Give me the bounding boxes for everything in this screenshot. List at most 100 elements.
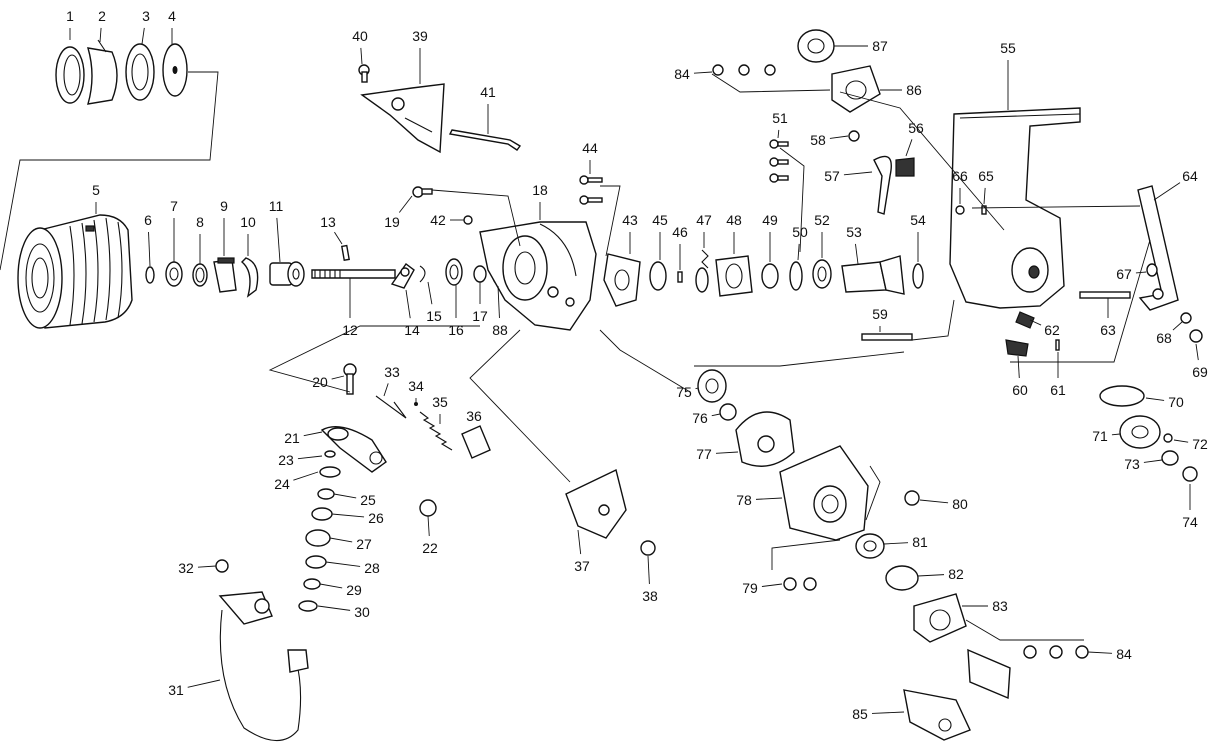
callout-leader-29 <box>319 583 343 589</box>
bearing-part-52 <box>812 259 832 289</box>
callout-74: 74 <box>1182 484 1198 530</box>
callout-leader-33 <box>383 383 389 397</box>
callout-number-26: 26 <box>368 510 384 526</box>
callout-81: 81 <box>883 534 928 550</box>
callout-76: 76 <box>692 410 721 426</box>
bearing-part-87 <box>797 29 835 63</box>
callout-7: 7 <box>170 198 178 262</box>
callout-number-4: 4 <box>168 8 176 24</box>
callout-leader-60 <box>1017 355 1020 379</box>
callout-number-20: 20 <box>312 374 328 390</box>
part-34 <box>414 402 418 406</box>
callout-leader-68 <box>1172 321 1183 331</box>
washer-part-68 <box>1180 312 1192 324</box>
bushing-part-28 <box>305 555 327 569</box>
spring-part-50 <box>789 261 803 291</box>
callout-number-16: 16 <box>448 322 464 338</box>
callout-number-60: 60 <box>1012 382 1028 398</box>
callout-65: 65 <box>978 168 994 205</box>
callout-leader-15 <box>427 281 433 305</box>
callout-number-39: 39 <box>412 28 428 44</box>
assembly-guide-lines <box>0 71 1151 641</box>
callout-number-88: 88 <box>492 322 508 338</box>
callout-51: 51 <box>772 110 788 139</box>
callout-79: 79 <box>742 580 783 596</box>
drag-felt-part-4 <box>162 43 188 97</box>
callout-leader-22 <box>427 515 430 537</box>
callout-leader-79 <box>761 583 783 587</box>
callout-leader-28 <box>325 561 361 567</box>
callout-number-30: 30 <box>354 604 370 620</box>
callout-33: 33 <box>383 364 400 397</box>
collar-part-17 <box>473 265 487 283</box>
bushing-part-76 <box>719 403 737 421</box>
stopper-part-62 <box>1015 311 1035 329</box>
main-shaft-part-12 <box>311 269 396 279</box>
callout-leader-2 <box>99 27 102 43</box>
callout-number-51: 51 <box>772 110 788 126</box>
drag-spring-part-2 <box>87 39 118 105</box>
callout-11: 11 <box>269 198 283 263</box>
callout-16: 16 <box>448 285 464 338</box>
line-roller-arm-part-21 <box>320 426 387 473</box>
callout-number-71: 71 <box>1092 428 1108 444</box>
callout-leader-25 <box>333 493 357 499</box>
spring-part-35 <box>419 411 453 451</box>
callout-leader-14 <box>405 289 411 319</box>
callout-number-85: 85 <box>852 706 868 722</box>
callout-number-3: 3 <box>142 8 150 24</box>
callout-86: 86 <box>880 82 922 98</box>
callout-number-73: 73 <box>1124 456 1140 472</box>
callout-88: 88 <box>492 285 508 338</box>
callout-39: 39 <box>412 28 428 84</box>
part-56 <box>895 157 915 177</box>
drag-washer-part-3 <box>125 43 155 101</box>
washer-part-24 <box>319 466 341 478</box>
callout-15: 15 <box>426 281 442 324</box>
callout-32: 32 <box>178 560 217 576</box>
callout-36: 36 <box>466 408 482 424</box>
callout-number-14: 14 <box>404 322 420 338</box>
parts-layer <box>0 29 1203 742</box>
plate-part-86 <box>831 65 881 113</box>
callout-leader-71 <box>1111 433 1121 436</box>
callout-leader-30 <box>317 605 351 611</box>
callout-number-82: 82 <box>948 566 964 582</box>
callout-number-8: 8 <box>196 214 204 230</box>
callout-leader-62 <box>1029 319 1042 326</box>
callout-59: 59 <box>872 306 888 332</box>
callout-26: 26 <box>331 510 384 526</box>
callout-50: 50 <box>792 224 808 261</box>
pin-part-13 <box>341 244 350 262</box>
callout-52: 52 <box>814 212 830 258</box>
callout-number-42: 42 <box>430 212 446 228</box>
callout-number-49: 49 <box>762 212 778 228</box>
cap-part-83 <box>913 593 967 643</box>
callout-1: 1 <box>66 8 74 40</box>
bearing-part-75 <box>697 369 727 403</box>
callout-number-76: 76 <box>692 410 708 426</box>
callout-54: 54 <box>910 212 926 262</box>
callout-83: 83 <box>962 598 1008 614</box>
callout-number-41: 41 <box>480 84 496 100</box>
washer-part-30 <box>298 600 318 612</box>
callout-14: 14 <box>404 289 420 338</box>
washer-part-70 <box>1099 385 1145 407</box>
screw-part-32 <box>215 559 229 573</box>
spring-part-33 <box>375 395 407 419</box>
callout-number-75: 75 <box>676 384 692 400</box>
callout-9: 9 <box>220 198 228 256</box>
callout-number-79: 79 <box>742 580 758 596</box>
callout-number-27: 27 <box>356 536 372 552</box>
part-72 <box>1163 433 1173 443</box>
washer-part-23 <box>324 450 336 458</box>
callout-leader-31 <box>187 679 221 688</box>
callout-leader-3 <box>141 27 145 45</box>
oring-part-82 <box>885 565 919 591</box>
screws-part-84-lower <box>1023 645 1089 659</box>
screws-part-79 <box>783 577 817 591</box>
screw-part-42 <box>463 215 473 225</box>
callout-leader-24 <box>293 471 319 481</box>
clip-part-15 <box>419 265 426 283</box>
callout-73: 73 <box>1124 456 1163 472</box>
